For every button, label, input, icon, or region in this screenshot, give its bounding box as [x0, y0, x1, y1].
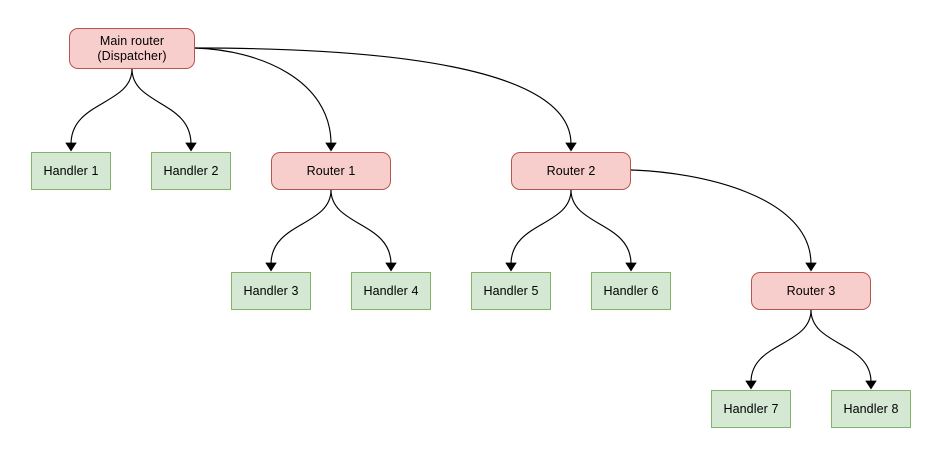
edge-router-3-to-handler-8-line [810, 309, 872, 383]
edge-main-to-handler-1 [65, 68, 133, 152]
node-handler-2-label: Handler 2 [163, 163, 219, 178]
edge-router-2-to-handler-5-arrowhead-icon [505, 262, 517, 272]
node-main-router-label: Main router (Dispatcher) [97, 33, 167, 63]
edge-router-1-to-handler-4-arrowhead-icon [385, 262, 397, 272]
edge-main-to-handler-2-line [131, 68, 192, 145]
edge-main-to-handler-1-line [70, 68, 133, 145]
node-handler-8-label: Handler 8 [843, 401, 899, 416]
edge-router-3-to-handler-7 [745, 309, 812, 390]
edge-main-to-router-2-line [194, 47, 572, 145]
edge-router-2-to-handler-5 [505, 189, 572, 272]
edge-main-to-router-2-arrowhead-icon [565, 142, 577, 152]
edge-main-to-router-2 [194, 47, 577, 152]
edge-router-3-to-handler-7-line [750, 309, 812, 383]
edge-main-to-handler-2 [131, 68, 197, 152]
node-router-2-label: Router 2 [546, 163, 596, 178]
node-router-2[interactable]: Router 2 [511, 152, 631, 190]
edge-main-to-router-1-line [194, 47, 332, 145]
node-router-3[interactable]: Router 3 [751, 272, 871, 310]
edge-router-1-to-handler-4-line [330, 189, 392, 265]
node-handler-7[interactable]: Handler 7 [711, 390, 791, 428]
node-router-1[interactable]: Router 1 [271, 152, 391, 190]
edge-router-2-to-handler-6 [570, 189, 637, 272]
edge-main-to-router-1-arrowhead-icon [325, 142, 337, 152]
node-handler-2[interactable]: Handler 2 [151, 152, 231, 190]
edge-router-2-to-router-3-line [630, 169, 812, 265]
node-handler-3[interactable]: Handler 3 [231, 272, 311, 310]
node-handler-4[interactable]: Handler 4 [351, 272, 431, 310]
node-handler-3-label: Handler 3 [243, 283, 299, 298]
node-handler-8[interactable]: Handler 8 [831, 390, 911, 428]
node-handler-1-label: Handler 1 [43, 163, 99, 178]
edge-router-2-to-router-3-arrowhead-icon [805, 262, 817, 272]
edge-router-2-to-handler-5-line [510, 189, 572, 265]
edge-router-1-to-handler-3-arrowhead-icon [265, 262, 277, 272]
edge-router-1-to-handler-3-line [270, 189, 332, 265]
edge-router-1-to-handler-4 [330, 189, 397, 272]
node-handler-6-label: Handler 6 [603, 283, 659, 298]
node-handler-5-label: Handler 5 [483, 283, 539, 298]
node-main-router[interactable]: Main router (Dispatcher) [69, 28, 195, 69]
edge-main-to-handler-1-arrowhead-icon [65, 142, 77, 152]
edge-main-to-handler-2-arrowhead-icon [185, 142, 197, 152]
edge-router-3-to-handler-8-arrowhead-icon [865, 380, 877, 390]
edge-router-2-to-handler-6-line [570, 189, 632, 265]
edge-router-3-to-handler-8 [810, 309, 877, 390]
edge-router-2-to-handler-6-arrowhead-icon [625, 262, 637, 272]
node-handler-6[interactable]: Handler 6 [591, 272, 671, 310]
node-router-3-label: Router 3 [786, 283, 836, 298]
edge-router-1-to-handler-3 [265, 189, 332, 272]
node-router-1-label: Router 1 [306, 163, 356, 178]
node-handler-5[interactable]: Handler 5 [471, 272, 551, 310]
edge-router-3-to-handler-7-arrowhead-icon [745, 380, 757, 390]
node-handler-1[interactable]: Handler 1 [31, 152, 111, 190]
node-handler-7-label: Handler 7 [723, 401, 779, 416]
node-handler-4-label: Handler 4 [363, 283, 419, 298]
edge-main-to-router-1 [194, 47, 337, 152]
edge-router-2-to-router-3 [630, 169, 817, 272]
